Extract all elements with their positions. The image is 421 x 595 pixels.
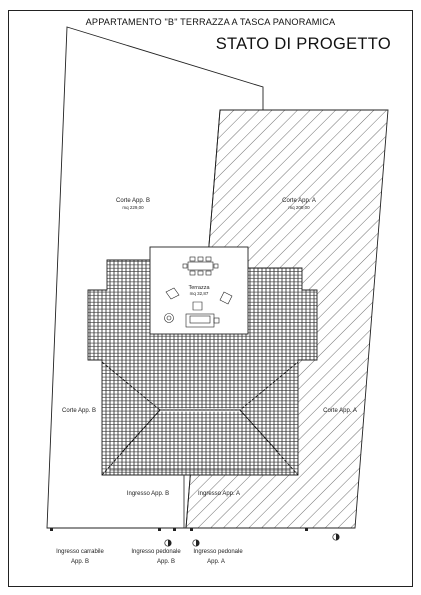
terrace-area	[149, 246, 249, 335]
label-ingresso-pedonale-a-line2: App. A	[207, 559, 225, 565]
label-terrazza-area: mq 32,87	[190, 291, 209, 296]
label-ingresso-b: Ingresso App. B	[127, 491, 169, 497]
drawing-frame	[8, 10, 413, 587]
label-ingresso-carrabile-line2: App. B	[71, 559, 89, 565]
label-corte-b-mid: Corte App. B	[62, 408, 96, 414]
entrance-marker-pedonale-a	[192, 539, 200, 547]
label-corte-b-top: Corte App. B	[116, 198, 150, 204]
drawing-subtitle: APPARTAMENTO "B" TERRAZZA A TASCA PANORA…	[85, 17, 336, 27]
label-corte-b-top-area: mq 229,00	[122, 205, 144, 210]
label-corte-a-top-area: mq 200,00	[288, 205, 310, 210]
label-terrazza: Terrazza	[188, 285, 210, 291]
label-ingresso-pedonale-b-line1: Ingresso pedonale	[131, 549, 181, 555]
label-corte-a-top: Corte App. A	[282, 198, 316, 204]
label-ingresso-pedonale-a-line1: Ingresso pedonale	[193, 549, 243, 555]
label-corte-a-mid: Corte App. A	[323, 408, 357, 414]
label-ingresso-carrabile-line1: Ingresso carrabile	[56, 549, 104, 555]
building-roof	[87, 259, 318, 476]
gate-posts	[50, 528, 308, 531]
drawing-title: STATO DI PROGETTO	[215, 35, 391, 53]
entrance-marker-carrabile-a	[332, 533, 340, 541]
terrace-furniture	[164, 256, 233, 328]
label-ingresso-a: Ingresso App. A	[198, 491, 240, 497]
entrance-marker-pedonale-b	[164, 539, 172, 547]
label-ingresso-pedonale-b-line2: App. B	[157, 559, 175, 565]
